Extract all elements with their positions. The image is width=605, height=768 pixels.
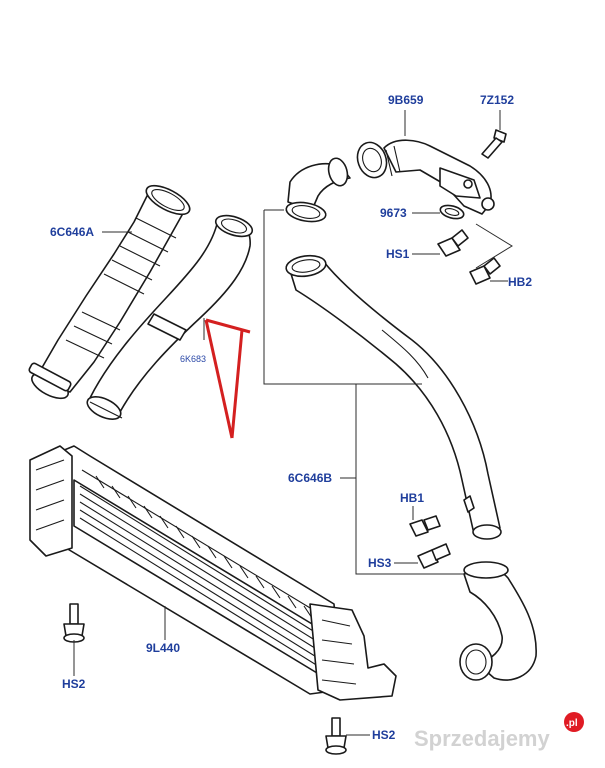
bolt-icon-7z152 [481,129,507,159]
label-6k683: 6K683 [180,354,206,364]
hose-6k683 [86,214,254,420]
label-hb1: HB1 [400,491,424,505]
label-hs2-bottom: HS2 [372,728,396,742]
label-hs2-left: HS2 [62,677,86,691]
watermark-badge-text: .pl [566,718,578,729]
pointer-arrow-icon [204,318,251,439]
bolt-icon-hs3 [417,543,451,569]
watermark: Sprzedajemy .pl [414,712,584,751]
elbow-9b659 [356,139,495,215]
intercooler-9l440 [29,445,397,701]
label-hb2: HB2 [508,275,532,289]
bolt-icon-hs1-top [437,229,469,257]
elbow-small [285,157,351,223]
bolt-icon-hb2 [469,257,501,285]
label-9l440: 9L440 [146,641,180,655]
watermark-text: Sprzedajemy [414,726,550,751]
leader-lines [73,110,513,736]
label-hs3: HS3 [368,556,392,570]
label-9673: 9673 [380,206,407,220]
bolt-icon-hs2-bottom [325,717,347,755]
clamp-icon-9673 [439,204,465,220]
pipe-6c646a [28,184,191,400]
label-9b659: 9B659 [388,93,424,107]
label-6c646a: 6C646A [50,225,94,239]
label-6c646b: 6C646B [288,471,332,485]
pipe-6c646b [285,254,502,540]
label-hs1-top: HS1 [386,247,410,261]
label-7z152: 7Z152 [480,93,514,107]
hose-lower-right [459,561,537,681]
watermark-badge [564,712,584,732]
bolt-icon-hb1 [409,515,441,537]
bolt-icon-hs2-left [63,603,85,643]
